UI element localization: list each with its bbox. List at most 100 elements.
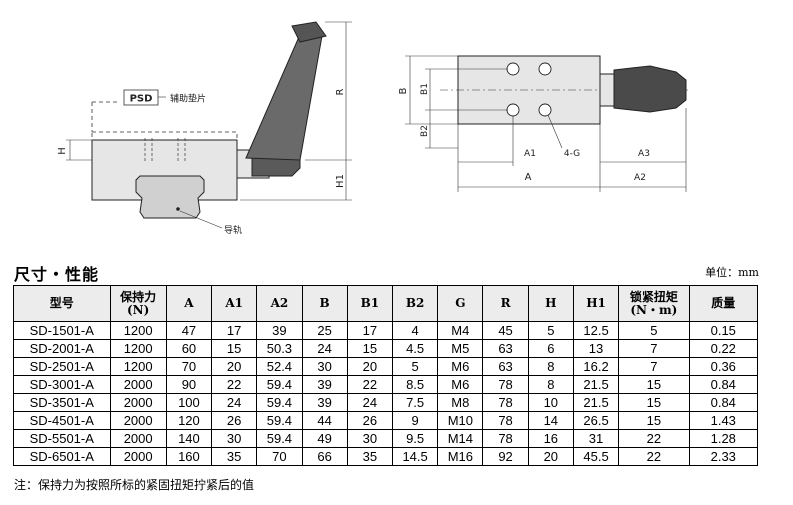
table-cell: SD-3501-A [13, 393, 111, 412]
column-header: B [301, 285, 348, 322]
table-cell: 14 [527, 411, 574, 430]
table-cell: 60 [165, 339, 213, 358]
handle-lever [245, 29, 323, 161]
table-cell: 8.5 [391, 375, 439, 394]
table-cell: 5 [391, 357, 439, 376]
table-cell: 70 [165, 357, 213, 376]
table-cell: 25 [301, 321, 348, 340]
table-cell: 15 [618, 411, 690, 430]
table-cell: 78 [482, 411, 529, 430]
table-cell: 12.5 [572, 321, 620, 340]
table-cell: M10 [437, 411, 484, 430]
table-cell: 0.84 [688, 375, 759, 394]
dim-R: R [335, 88, 346, 95]
table-cell: 90 [165, 375, 213, 394]
side-view: PSD 辅助垫片 导轨 H R H1 [57, 21, 352, 236]
psd-spacer-outline [91, 131, 238, 141]
table-cell: 16 [527, 429, 574, 448]
table-cell: 6 [527, 339, 574, 358]
table-cell: 35 [346, 447, 393, 466]
column-header: 保持力(N) [109, 285, 167, 322]
technical-drawing: PSD 辅助垫片 导轨 H R H1 [57, 21, 690, 236]
table-cell: 49 [301, 429, 348, 448]
table-cell: 4 [391, 321, 439, 340]
table-cell: 1.28 [688, 429, 759, 448]
table-cell: M6 [437, 375, 484, 394]
table-cell: 22 [211, 375, 258, 394]
table-cell: 2000 [109, 447, 167, 466]
column-header: G [437, 285, 484, 322]
table-cell: 31 [572, 429, 620, 448]
table-cell: SD-5501-A [13, 429, 111, 448]
table-cell: 24 [301, 339, 348, 358]
column-header: A1 [211, 285, 258, 322]
table-cell: 7.5 [391, 393, 439, 412]
table-cell: 17 [211, 321, 258, 340]
table-cell: M6 [437, 357, 484, 376]
table-cell: 100 [165, 393, 213, 412]
table-cell: 59.4 [256, 411, 303, 430]
table-cell: 92 [482, 447, 529, 466]
dim-A2: A2 [634, 173, 646, 183]
table-cell: 1.43 [688, 411, 759, 430]
table-cell: 20 [527, 447, 574, 466]
table-cell: 2000 [109, 375, 167, 394]
table-cell: 9 [391, 411, 439, 430]
psd-caption: 辅助垫片 [170, 93, 206, 105]
table-cell: 2.33 [688, 447, 759, 466]
table-cell: 4.5 [391, 339, 439, 358]
table-cell: 21.5 [572, 375, 620, 394]
table-cell: 50.3 [256, 339, 303, 358]
table-cell: 5 [618, 321, 690, 340]
table-cell: 39 [256, 321, 303, 340]
table-cell: 47 [165, 321, 213, 340]
table-cell: 140 [165, 429, 213, 448]
column-header: 型号 [13, 285, 111, 322]
table-cell: 63 [482, 357, 529, 376]
table-cell: 35 [211, 447, 258, 466]
dim-A: A [525, 172, 532, 183]
column-header: A [165, 285, 213, 322]
table-cell: 22 [346, 375, 393, 394]
table-cell: 2000 [109, 393, 167, 412]
table-cell: 8 [527, 357, 574, 376]
table-cell: 24 [211, 393, 258, 412]
table-cell: SD-2001-A [13, 339, 111, 358]
table-cell: 16.2 [572, 357, 620, 376]
table-cell: 20 [211, 357, 258, 376]
table-cell: M16 [437, 447, 484, 466]
table-cell: 59.4 [256, 393, 303, 412]
table-cell: 1200 [109, 339, 167, 358]
table-cell: 7 [618, 357, 690, 376]
table-cell: 160 [165, 447, 213, 466]
table-cell: 78 [482, 429, 529, 448]
table-cell: 59.4 [256, 375, 303, 394]
table-cell: 78 [482, 393, 529, 412]
section-title: 尺寸・性能 [14, 265, 100, 284]
table-cell: 20 [346, 357, 393, 376]
table-cell: SD-2501-A [13, 357, 111, 376]
table-cell: 14.5 [391, 447, 439, 466]
table-cell: SD-1501-A [13, 321, 111, 340]
table-cell: 39 [301, 393, 348, 412]
table-cell: 45 [482, 321, 529, 340]
table-cell: M4 [437, 321, 484, 340]
table-cell: 0.36 [688, 357, 759, 376]
table-cell: 5 [527, 321, 574, 340]
table-cell: 21.5 [572, 393, 620, 412]
psd-tag: PSD [130, 94, 153, 105]
table-cell: 66 [301, 447, 348, 466]
dim-A3: A3 [638, 149, 650, 159]
hole-callout: 4-G [564, 149, 580, 159]
table-cell: 2000 [109, 429, 167, 448]
table-cell: 26 [211, 411, 258, 430]
table-cell: 30 [346, 429, 393, 448]
table-cell: 7 [618, 339, 690, 358]
